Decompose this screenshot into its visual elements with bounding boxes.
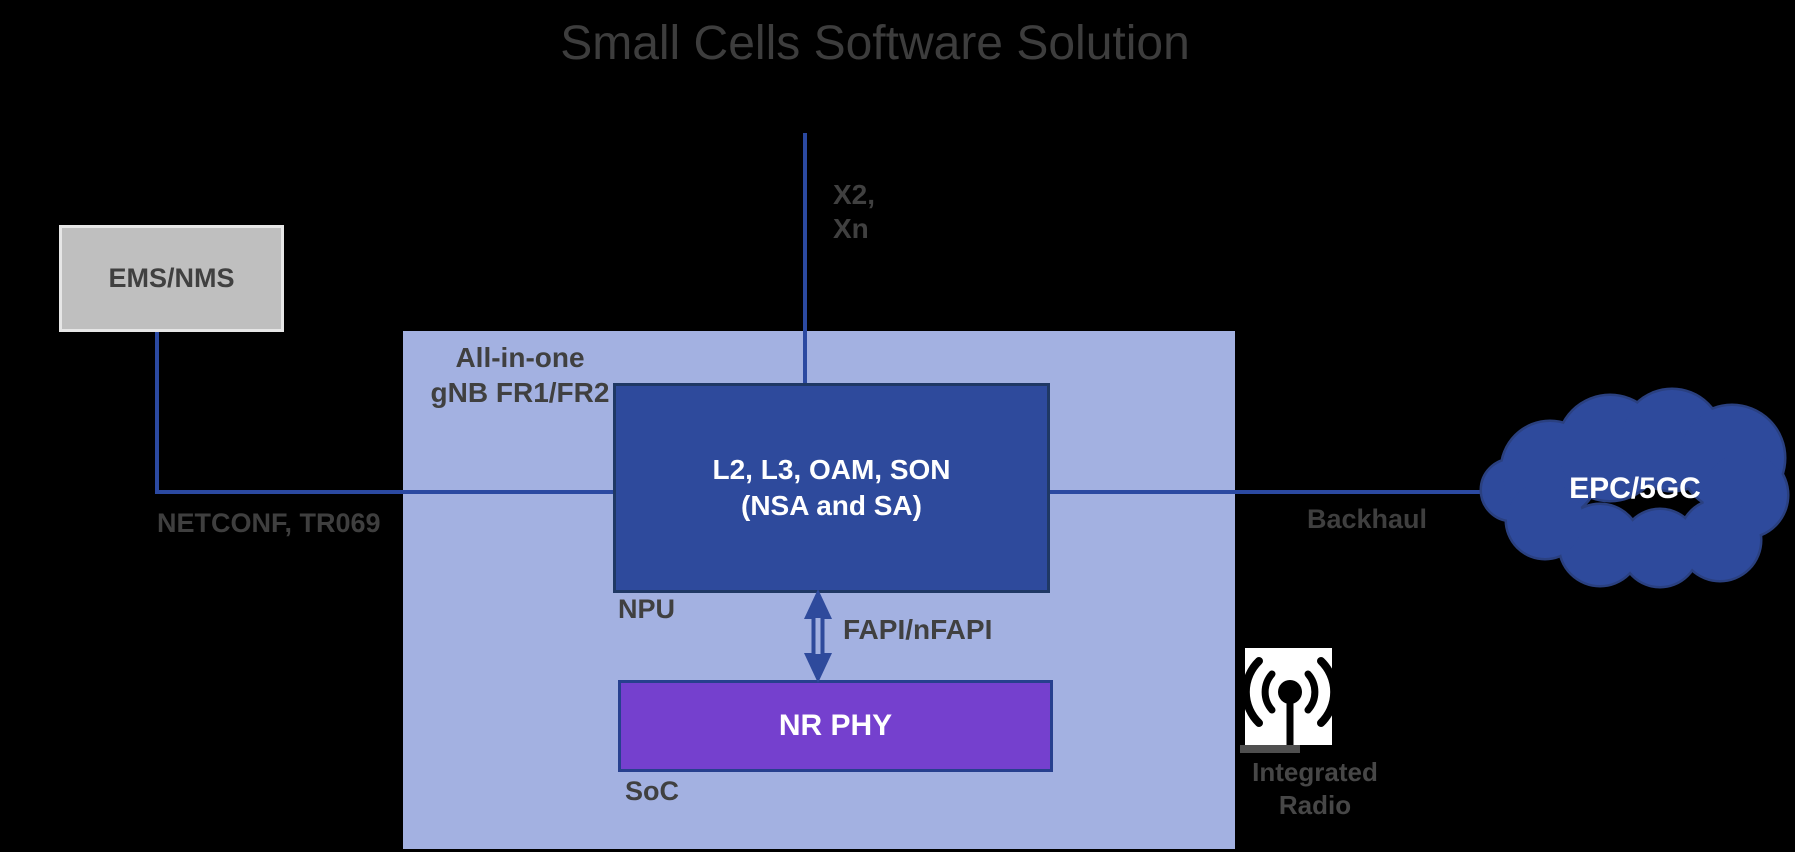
netconf-connection-label: NETCONF, TR069 [157,508,381,538]
antenna-icon [1241,657,1339,745]
x2-xn-connector-line [803,133,807,383]
soc-chip-label: SoC [625,776,679,806]
nr-phy-label: NR PHY [778,709,893,742]
fapi-connection-label: FAPI/nFAPI [843,614,993,645]
fapi-double-arrow-icon [804,589,832,683]
integrated-radio-node [1241,648,1339,745]
x2-xn-connection-label: X2, Xn [833,179,876,244]
radio-base-bar [1240,745,1300,753]
ems-nms-label: EMS/NMS [108,263,235,293]
ems-connector-line [155,332,159,494]
integrated-radio-label: Integrated Radio [1252,757,1378,820]
gnb-container-label: All-in-one gNB FR1/FR2 [430,342,610,408]
npu-chip-label: NPU [618,594,676,624]
ems-nms-node: EMS/NMS [59,225,284,332]
cloud-icon [1479,387,1790,589]
l2-l3-oam-son-node: L2, L3, OAM, SON (NSA and SA) [613,383,1050,593]
nr-phy-node: NR PHY [618,680,1053,772]
epc-5gc-label: EPC/5GC [1569,472,1701,505]
page-title: Small Cells Software Solution [560,17,1190,70]
backhaul-connection-label: Backhaul [1307,504,1428,534]
l2-l3-oam-son-label: L2, L3, OAM, SON (NSA and SA) [712,454,951,521]
